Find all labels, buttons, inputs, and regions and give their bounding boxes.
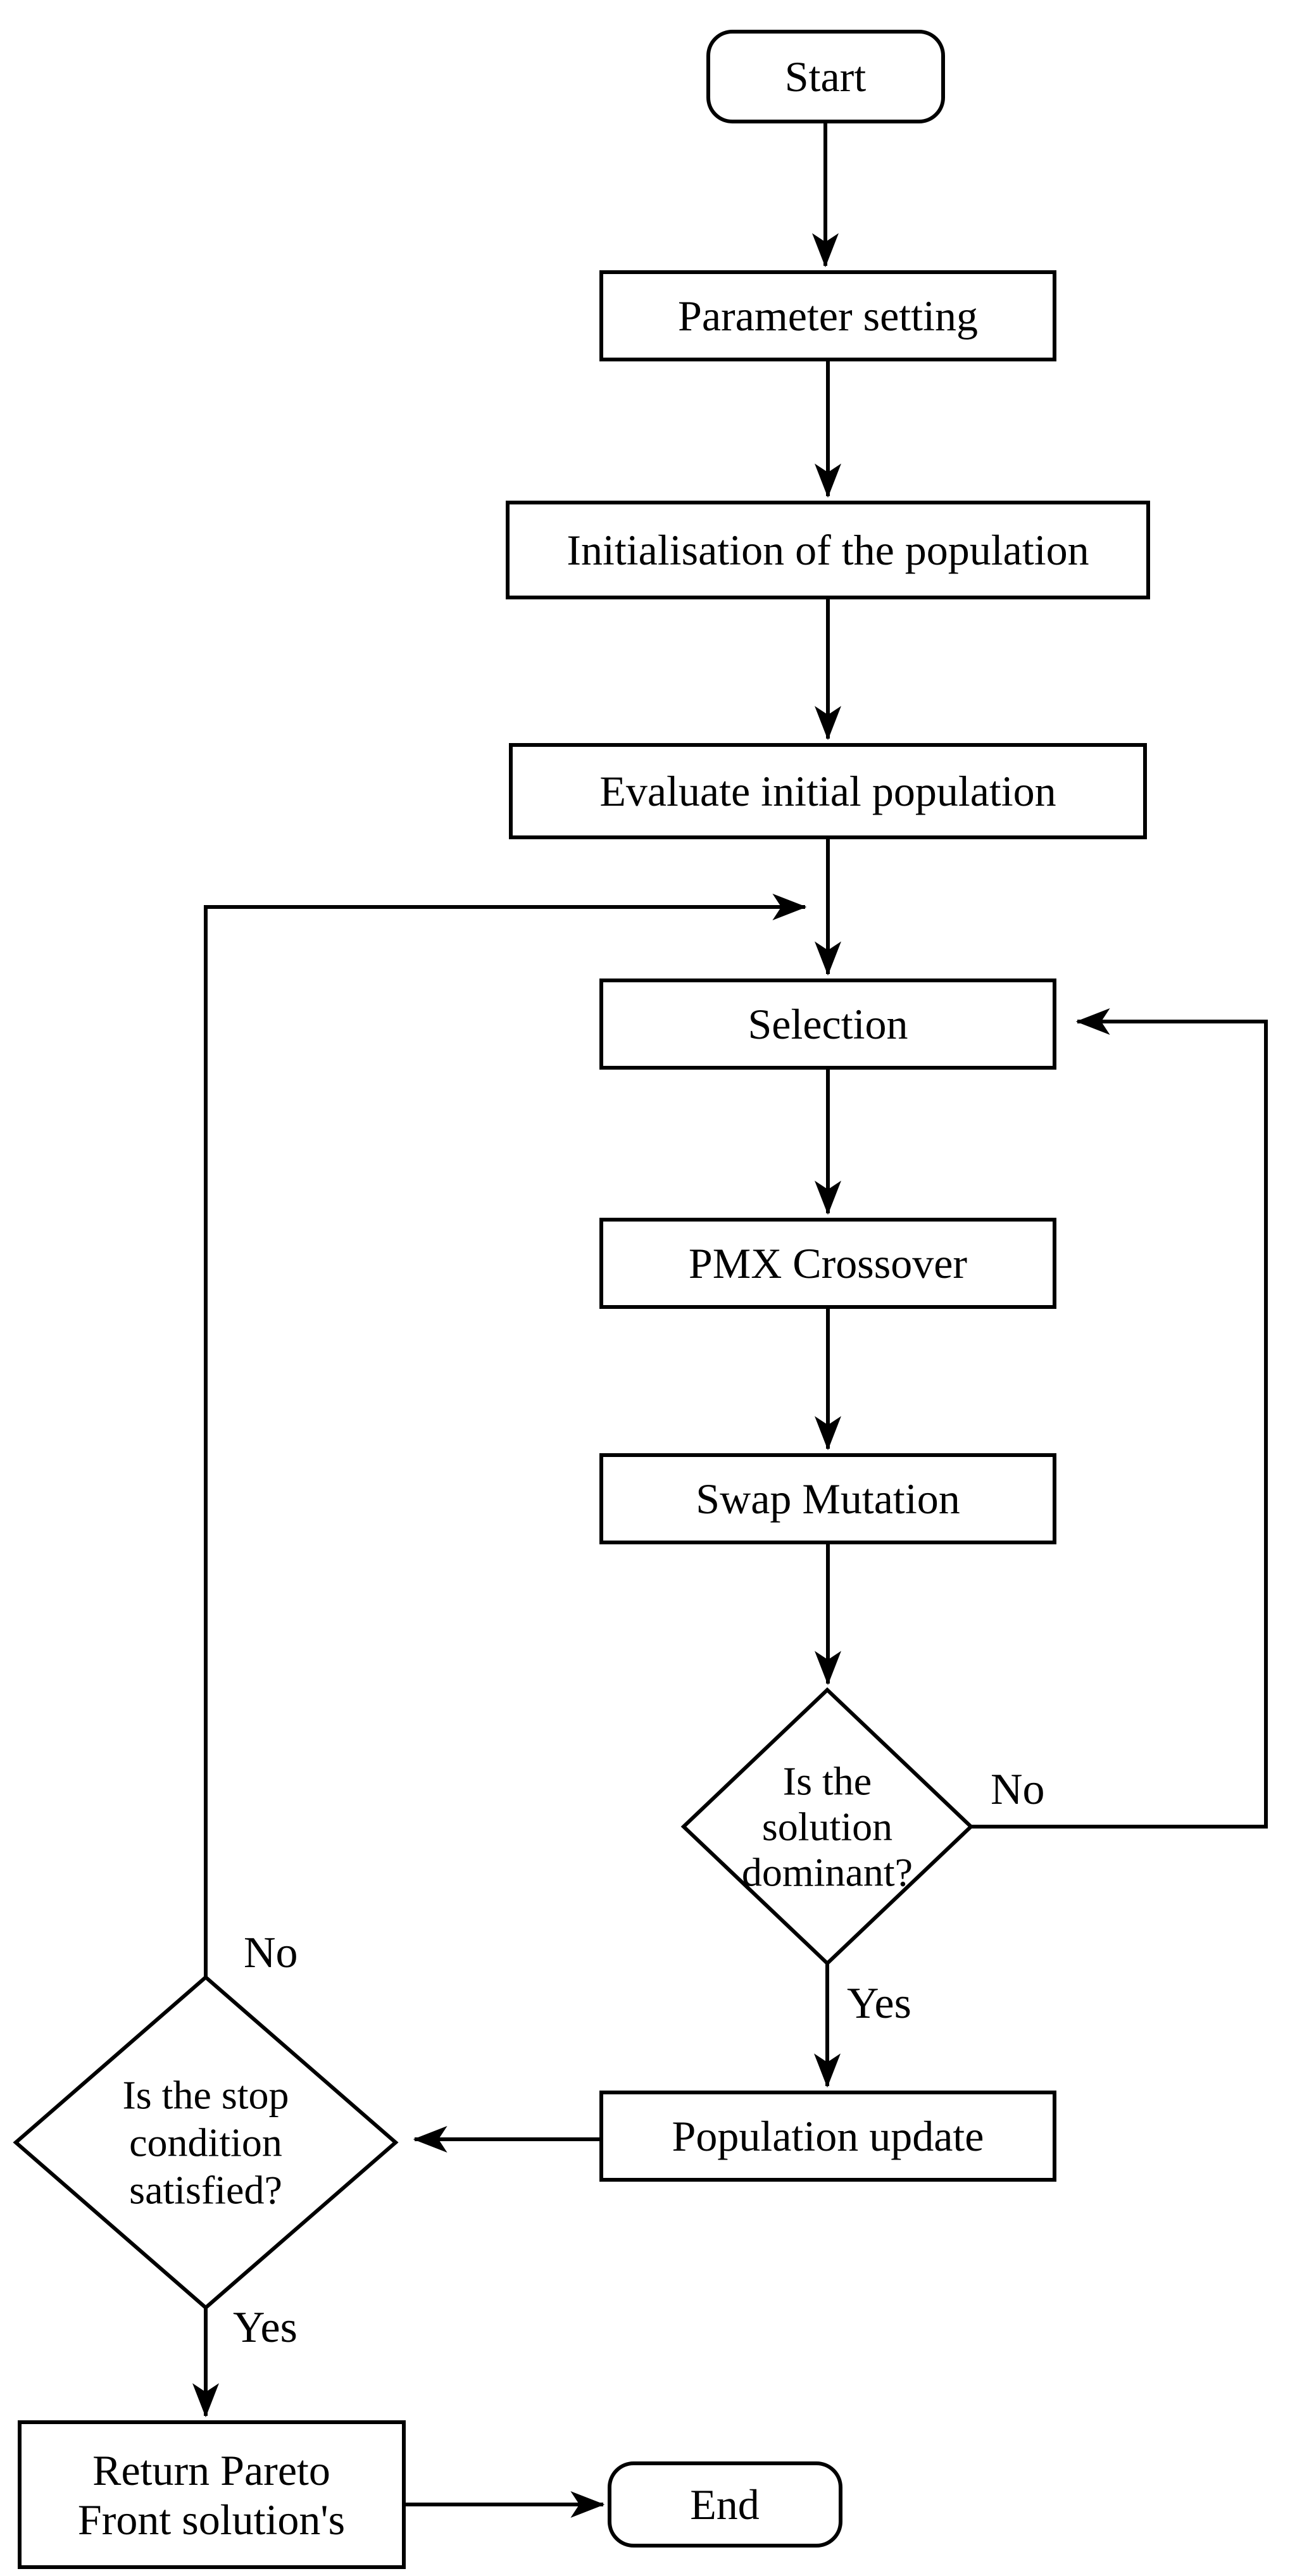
node-evaluate: Evaluate initial population — [509, 743, 1147, 839]
end-label: End — [690, 2480, 760, 2529]
edge-stop-decision-no-loop — [204, 894, 807, 1977]
node-initialisation: Initialisation of the population — [506, 501, 1150, 599]
dominant-decision-label-line1: Is the — [783, 1759, 872, 1804]
node-end: End — [608, 2461, 842, 2548]
initialisation-shape — [506, 501, 1150, 599]
node-return-pareto: Return Pareto Front solution's — [18, 2420, 406, 2569]
edge-label-dominant-no: No — [991, 1765, 1045, 1814]
return-pareto-label-line1: Return Pareto — [92, 2446, 330, 2494]
node-dominant-decision: Is the solution dominant? — [680, 1687, 974, 1966]
return-pareto-shape — [18, 2420, 406, 2569]
pmx-crossover-shape — [599, 1218, 1056, 1309]
pmx-crossover-label: PMX Crossover — [689, 1239, 967, 1287]
node-pmx-crossover: PMX Crossover — [599, 1218, 1056, 1309]
evaluate-label: Evaluate initial population — [599, 767, 1056, 815]
edge-dominant-decision-no-loop — [971, 1008, 1268, 1829]
selection-label: Selection — [748, 1000, 908, 1048]
swap-mutation-label: Swap Mutation — [696, 1475, 960, 1523]
return-pareto-label-line2: Front solution's — [78, 2496, 345, 2544]
stop-decision-label-line3: satisfied? — [129, 2168, 282, 2213]
node-swap-mutation: Swap Mutation — [599, 1453, 1056, 1544]
swap-mutation-shape — [599, 1453, 1056, 1544]
dominant-decision-label-line2: solution — [762, 1804, 892, 1849]
dominant-decision-label-line3: dominant? — [742, 1850, 913, 1895]
parameter-setting-label: Parameter setting — [678, 292, 978, 340]
start-shape — [706, 30, 945, 123]
end-shape — [608, 2461, 842, 2548]
start-label: Start — [785, 53, 867, 101]
dominant-decision-shape — [680, 1687, 974, 1966]
edges — [192, 122, 1268, 2518]
population-update-label: Population update — [672, 2112, 984, 2160]
evaluate-shape — [509, 743, 1147, 839]
population-update-shape — [599, 2091, 1056, 2182]
node-start: Start — [706, 30, 945, 123]
node-selection: Selection — [599, 979, 1056, 1070]
node-parameter-setting: Parameter setting — [599, 270, 1056, 361]
node-population-update: Population update — [599, 2091, 1056, 2182]
stop-decision-label-line2: condition — [129, 2120, 282, 2165]
parameter-setting-shape — [599, 270, 1056, 361]
edge-label-stop-no: No — [244, 1929, 298, 1977]
selection-shape — [599, 979, 1056, 1070]
edge-label-dominant-yes: Yes — [847, 1979, 911, 2028]
initialisation-label: Initialisation of the population — [566, 526, 1089, 574]
node-stop-decision: Is the stop condition satisfied? — [13, 1975, 399, 2310]
stop-decision-label-line1: Is the stop — [122, 2073, 289, 2118]
edge-label-stop-yes: Yes — [233, 2303, 297, 2352]
stop-decision-shape — [13, 1975, 399, 2310]
